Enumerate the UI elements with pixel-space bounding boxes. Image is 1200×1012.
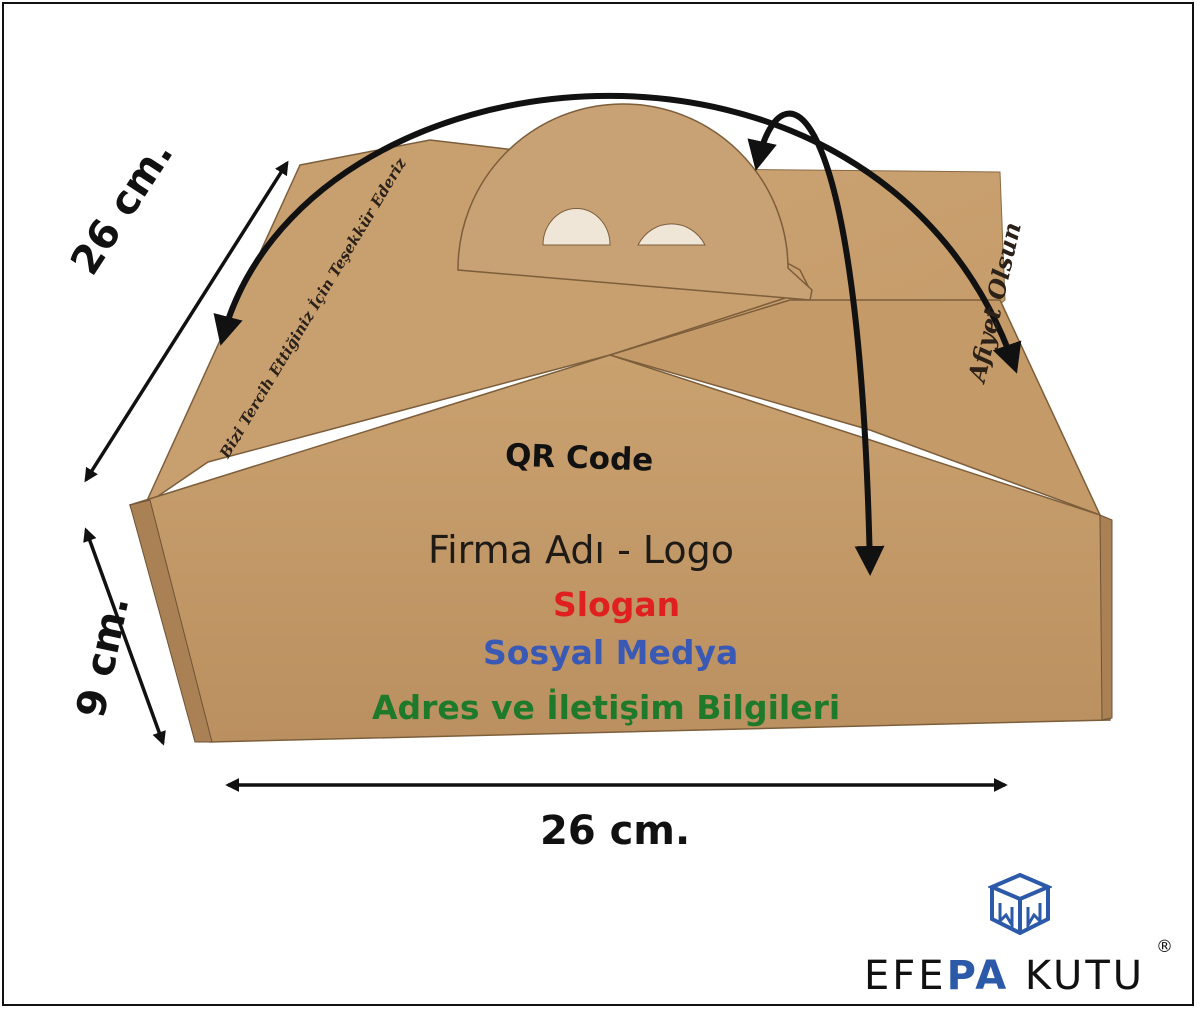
width-label: 26 cm.	[540, 808, 691, 854]
handle	[457, 103, 813, 301]
brand-name-part-a: EFE	[864, 953, 947, 999]
dim-arrow-height	[83, 527, 166, 746]
dim-arrow-depth	[84, 160, 289, 483]
arc-arrow-inner	[747, 110, 885, 576]
company-logo-text: Firma Adı - Logo	[428, 528, 734, 572]
box-logo-icon	[988, 873, 1052, 935]
social-media-text: Sosyal Medya	[483, 633, 739, 672]
qr-code-text: QR Code	[504, 437, 654, 479]
handle-hole-right	[637, 223, 706, 246]
slogan-text: Slogan	[553, 585, 681, 624]
handle-hole-left	[542, 208, 611, 246]
brand-name-part-c: KUTU	[1009, 953, 1146, 999]
box-right-side	[1099, 514, 1113, 721]
brand-name: EFEPA KUTU	[864, 953, 1145, 999]
registered-mark: ®	[1156, 937, 1173, 957]
address-text: Adres ve İletişim Bilgileri	[372, 688, 841, 727]
brand-name-part-b: PA	[946, 953, 1010, 999]
